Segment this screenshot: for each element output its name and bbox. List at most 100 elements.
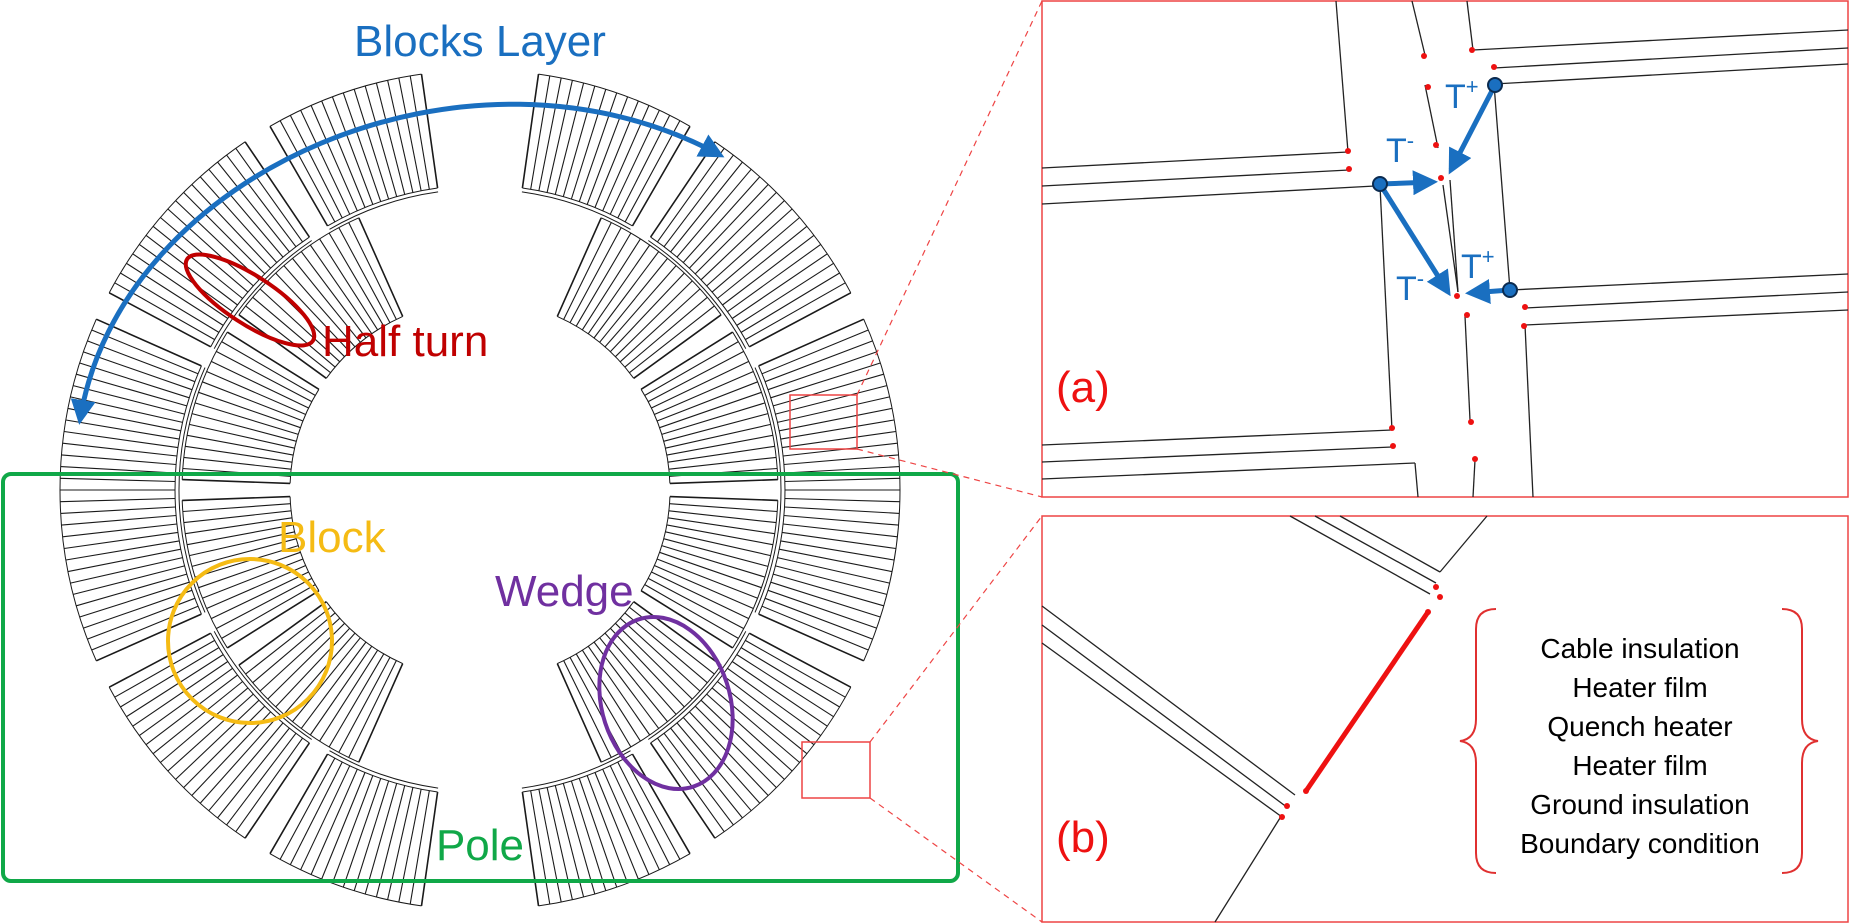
turn-line [711,217,800,293]
turn-line [783,514,899,526]
block-outer-edge [538,853,691,907]
turn-line [331,775,374,884]
turn-line [259,617,341,692]
turn-line [353,780,390,891]
turn-line [398,77,422,191]
turn-line [198,551,301,589]
turn-line [783,454,899,466]
turn-line [358,217,404,317]
turn-line [95,613,202,662]
turn-line [586,775,629,884]
turn-line [669,503,778,513]
turn-line [269,753,329,855]
turn-line [654,564,754,610]
turn-line [784,477,900,483]
turn-line [745,282,846,341]
turn-line [651,571,750,620]
turn-line [706,693,793,772]
turn-line [633,314,722,379]
zoom-connectors [856,0,1043,923]
turn-line [770,362,881,399]
turn-line [319,649,379,742]
pole-label: Pole [436,821,524,870]
turn-line [578,778,618,888]
turn-line [775,565,887,595]
turn-line [342,92,382,202]
turn-line [67,407,181,432]
t-plus-label-1: T+ [1445,74,1479,116]
turn-line [206,564,306,610]
turn-line [138,667,233,737]
layer-item: Boundary condition [1520,828,1760,859]
turn-line [656,381,758,422]
turn-line [79,581,190,618]
turn-line [73,565,185,595]
turn-line [65,540,180,561]
turn-line [198,391,301,429]
block-inner-edge [327,187,438,227]
turn-line [292,637,361,722]
quench-heater-boundary [1303,610,1431,793]
turn-line [773,373,884,407]
half-turn-marker [183,252,317,348]
turn-line [289,761,343,865]
turn-line [183,510,292,524]
block-inner-edge [210,632,310,744]
t-minus-label-1: T- [1386,128,1414,170]
turn-line [328,653,385,748]
left-brace [1459,608,1497,874]
turn-line [666,434,774,456]
turn-line [563,222,612,320]
turn-line [189,423,295,449]
turn-line [310,105,358,212]
block-inner-edge [640,389,671,484]
turn-line [594,772,639,880]
turn-line [217,727,290,819]
turn-line [152,681,243,755]
turn-line [599,637,668,722]
turn-line [348,222,397,320]
turn-line [777,396,890,423]
zoom-source-a [789,394,858,450]
turn-line [114,639,215,698]
turn-line [321,100,366,208]
turn-line [781,531,896,550]
layer-item: Heater film [1572,750,1707,781]
turn-line [599,258,668,343]
turn-line [777,557,890,584]
turn-line [235,737,304,833]
turn-line [554,785,585,898]
turn-line [654,370,754,416]
zoom-source-b [801,741,871,799]
turn-line [781,430,896,449]
turn-line [717,681,808,755]
turn-line [631,125,691,227]
block-label: Block [278,513,387,562]
interlayer-insulation [754,367,782,613]
turn-line [226,732,297,826]
turn-line [185,445,293,463]
turn-line [773,573,884,607]
turn-line [126,654,224,718]
turn-line [581,649,641,742]
block-inner-edge [327,753,438,793]
turn-line [199,717,278,804]
turn-line [289,115,343,219]
turn-line [409,790,430,905]
turn-line [609,765,660,871]
turn-line [521,791,540,907]
turn-line [530,75,551,190]
turn-line [556,663,602,763]
turn-line [740,272,840,333]
panel-a: T+ T- T+ T- (a) [1041,0,1849,498]
turn-line [185,517,293,535]
block-inner-edge [557,315,635,379]
turn-line [521,73,540,189]
turn-line [670,727,743,819]
turn-line [60,477,176,483]
turn-line [398,789,422,903]
turn-line [160,687,249,763]
turn-line [348,660,397,758]
panel-a-label: (a) [1056,363,1110,412]
turn-line [663,413,769,442]
